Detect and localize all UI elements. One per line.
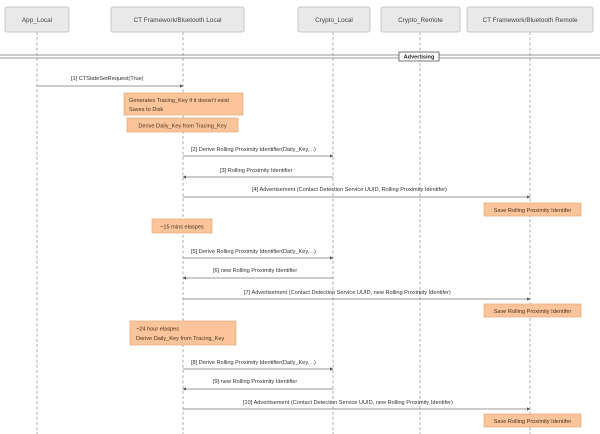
note-line: Derive Daily_Key from Tracing_Key [136, 336, 224, 342]
participant-label: CT Framework/Bluetooth Local [134, 17, 222, 24]
message-label: [7] Advertisement (Contact Detection Ser… [244, 290, 451, 296]
message-label: [4] Advertisement (Contact Detection Ser… [252, 187, 447, 193]
participant-crypto-remote: Crypto_Remote [380, 6, 461, 33]
note-line: Derive Daily_Key from Tracing_Key [138, 124, 226, 130]
note-24-hours: ~24 hour elaspes Derive Daily_Key from T… [129, 320, 237, 346]
message-label: [2] Derive Rolling Proximity Identifier(… [191, 147, 316, 153]
message-2: [2] Derive Rolling Proximity Identifier(… [183, 147, 334, 158]
participant-label: Crypto_Local [315, 17, 353, 24]
message-9: [9] new Rolling Proximity Identifier [182, 379, 333, 391]
note-line: Save Rolling Proximity Identifer [494, 208, 572, 214]
message-label: [1] CTStateSetRequest(True) [71, 76, 144, 82]
participant-label: App_Local [22, 17, 52, 24]
note-line: Save Rolling Proximity Identifer [494, 419, 572, 425]
participant-label: CT Framework/Bluetooth Remote [482, 17, 578, 24]
note-line: ~24 hour elaspes [136, 327, 179, 333]
participant-ct-local: CT Framework/Bluetooth Local [110, 6, 245, 33]
message-label: [8] Derive Rolling Proximity Identifier(… [191, 360, 316, 366]
note-derive-daily-key: Derive Daily_Key from Tracing_Key [126, 117, 239, 133]
message-6: [6] new Rolling Proximity Identifier [182, 268, 333, 280]
note-line: Generates Tracing_Key if it doesn't exis… [129, 98, 229, 104]
participant-label: Crypto_Remote [398, 17, 443, 24]
message-4: [4] Advertisement (Contact Detection Ser… [183, 187, 531, 199]
note-generate-tracing-key: Generates Tracing_Key if it doesn't exis… [123, 92, 244, 116]
message-1: [1] CTStateSetRequest(True) [37, 76, 184, 88]
message-5: [5] Derive Rolling Proximity Identifier(… [183, 249, 334, 260]
participant-ct-remote: CT Framework/Bluetooth Remote [466, 6, 594, 33]
note-line: Save Rolling Proximity Identifer [494, 309, 572, 315]
separator-advertising: Advertising [0, 51, 600, 62]
message-label: [10] Advertisement (Contact Detection Se… [243, 400, 453, 406]
message-3: [3] Rolling Proximity Identifier [182, 168, 333, 179]
note-save-rpi-1: Save Rolling Proximity Identifer [483, 202, 582, 217]
note-save-rpi-3: Save Rolling Proximity Identifer [483, 413, 582, 428]
participant-app-local: App_Local [4, 6, 70, 33]
message-label: [5] Derive Rolling Proximity Identifier(… [191, 249, 316, 255]
message-10: [10] Advertisement (Contact Detection Se… [183, 400, 531, 411]
participants: App_Local CT Framework/Bluetooth Local C… [4, 6, 594, 33]
note-15-mins: ~15 mins elaspes [151, 218, 213, 234]
note-line: Saves to Disk [129, 107, 163, 113]
note-save-rpi-2: Save Rolling Proximity Identifer [483, 303, 582, 318]
participant-crypto-local: Crypto_Local [297, 6, 371, 33]
lifelines [36, 32, 531, 434]
note-line: ~15 mins elaspes [160, 225, 204, 231]
message-label: [6] new Rolling Proximity Identifier [213, 268, 297, 274]
message-7: [7] Advertisement (Contact Detection Ser… [183, 290, 531, 301]
message-label: [9] new Rolling Proximity Identifier [213, 379, 297, 385]
message-label: [3] Rolling Proximity Identifier [220, 168, 293, 174]
message-8: [8] Derive Rolling Proximity Identifier(… [183, 360, 334, 371]
separator-label: Advertising [404, 55, 435, 61]
